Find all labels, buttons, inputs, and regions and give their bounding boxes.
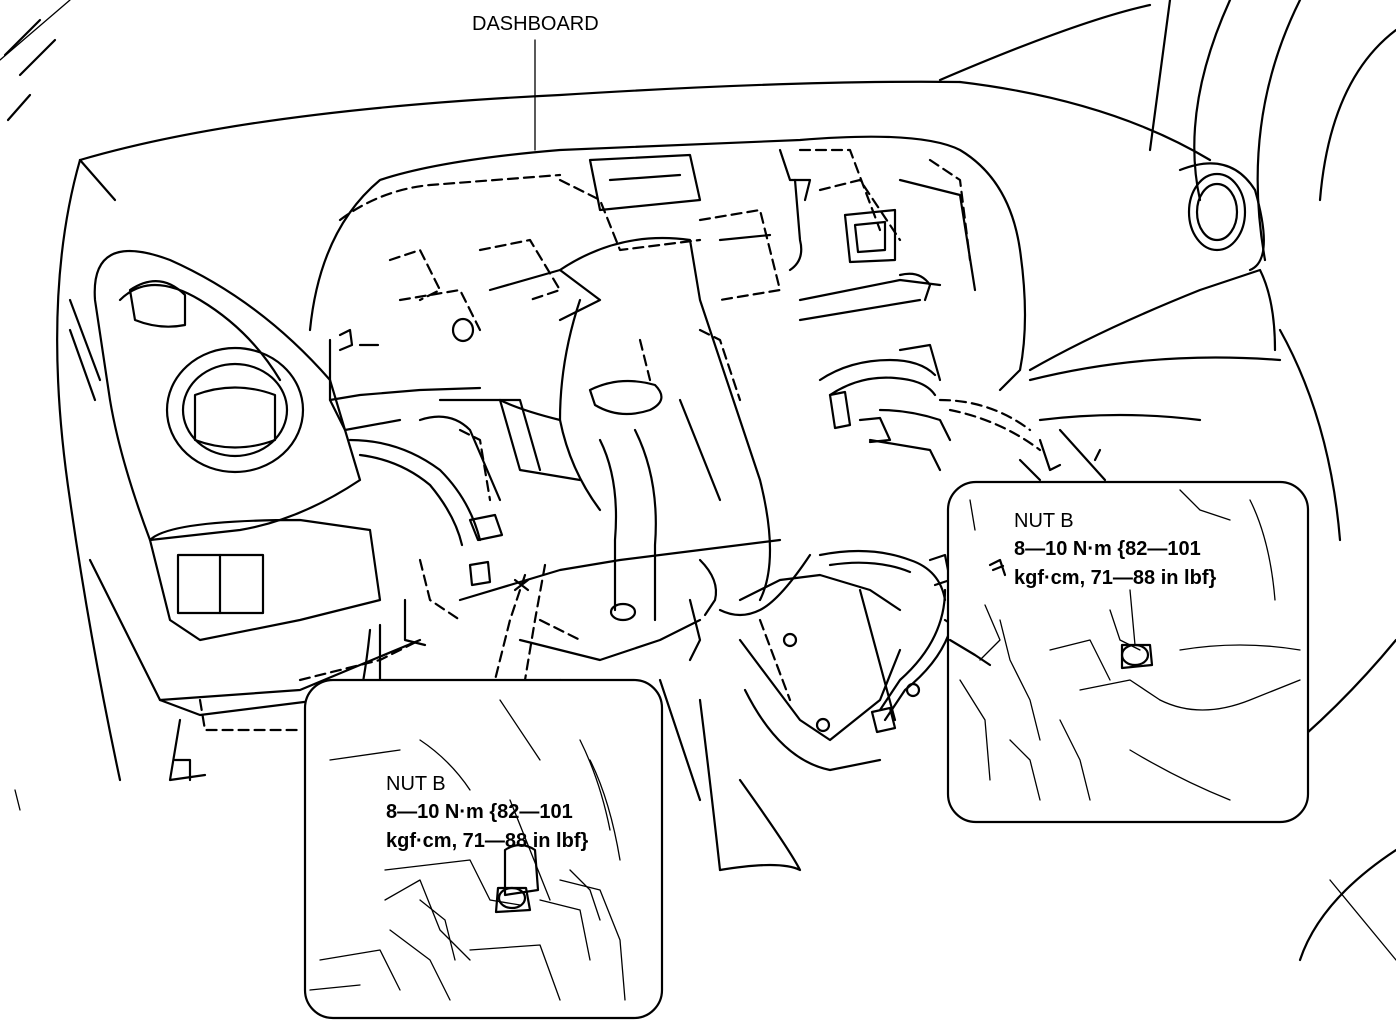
lower-center-structure	[458, 538, 921, 872]
nut-right-torque-line2: kgf·cm, 71—88 in lbf}	[1014, 567, 1216, 589]
dashboard-structure	[308, 135, 1027, 432]
left-switch-panel	[88, 518, 422, 782]
left-air-vent	[68, 250, 362, 542]
dashboard-label: DASHBOARD	[472, 13, 599, 35]
steering-column	[498, 236, 772, 622]
nut-right-torque-line1: 8—10 N·m {82—101	[1014, 538, 1201, 560]
nut-left-leader-line	[509, 799, 551, 901]
inset-right	[946, 480, 1310, 824]
nut-left-name: NUT B	[386, 773, 446, 795]
right-air-vent	[1028, 162, 1282, 422]
car-body-outline	[0, 0, 1396, 962]
nut-left-torque-line2: kgf·cm, 71—88 in lbf}	[386, 830, 588, 852]
nut-right-leader-line	[1129, 589, 1136, 646]
nut-right-name: NUT B	[1014, 510, 1074, 532]
inset-left	[303, 678, 664, 1020]
nut-left-torque-line1: 8—10 N·m {82—101	[386, 801, 573, 823]
